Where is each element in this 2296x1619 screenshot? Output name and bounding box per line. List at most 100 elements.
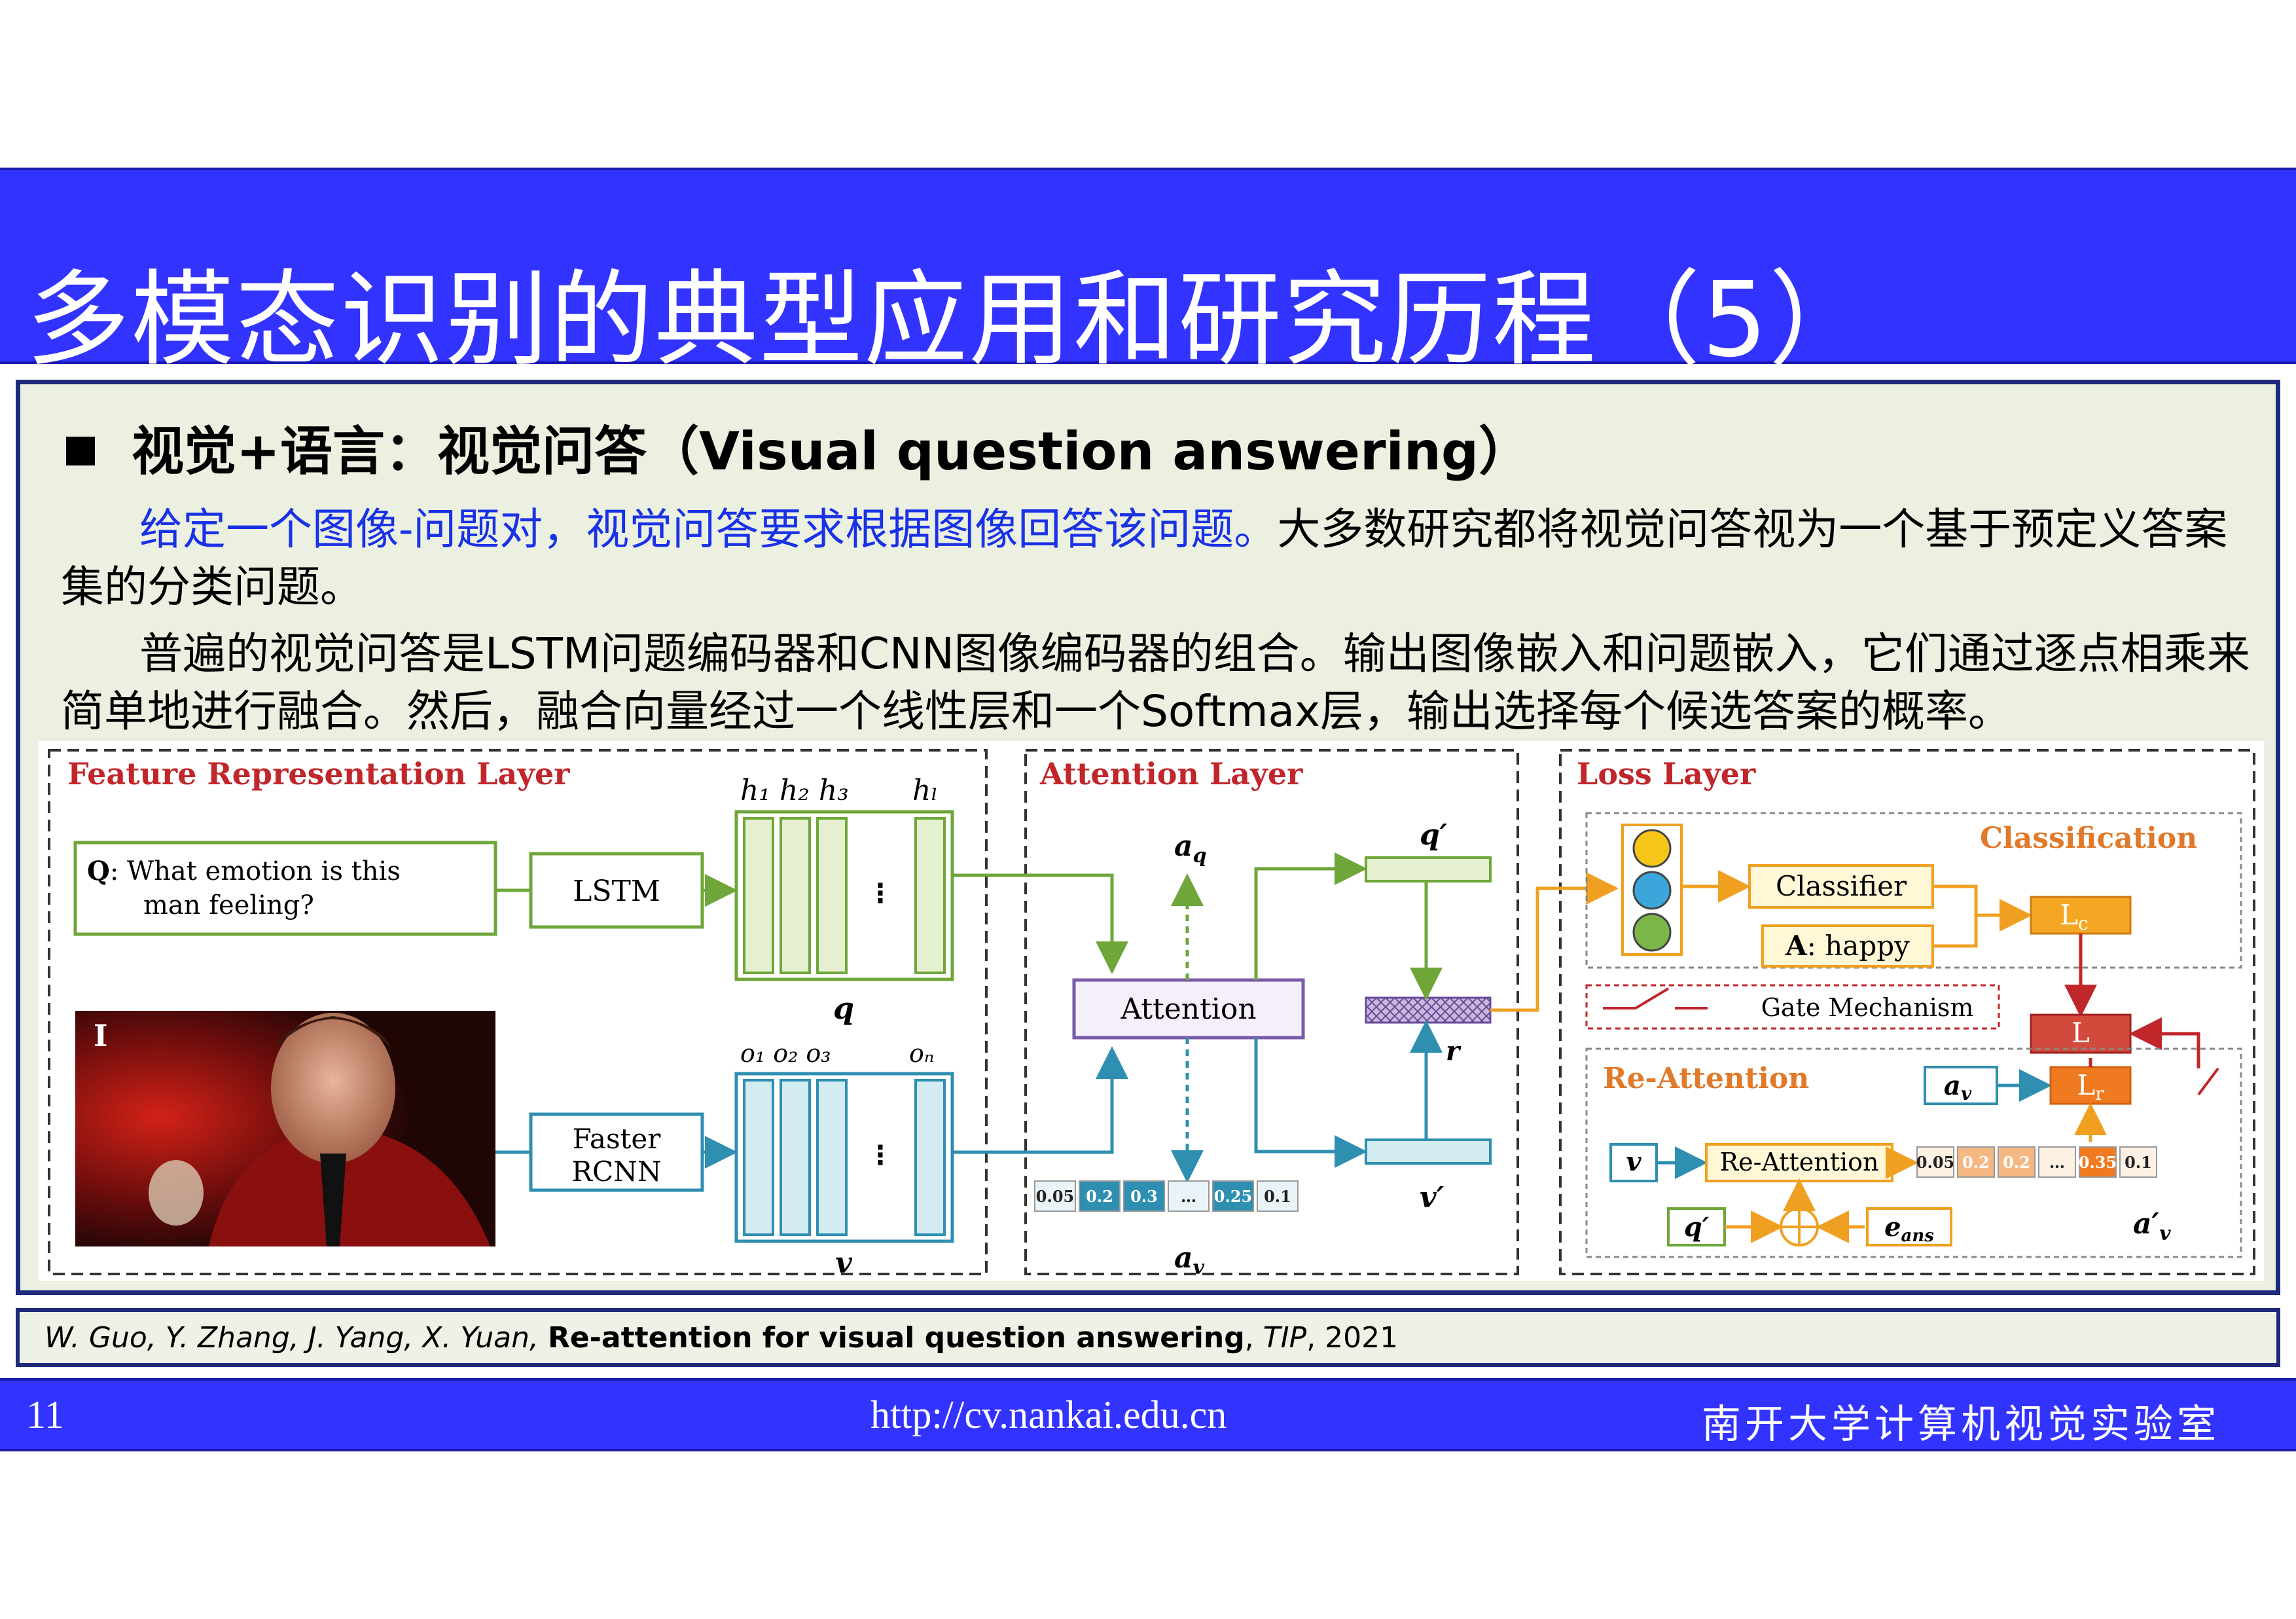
q-prime-label: q′ [1420, 818, 1448, 852]
re-attention-weight-value: 0.05 [1916, 1153, 1954, 1172]
attention-weight-value: 0.05 [1036, 1187, 1074, 1206]
question-text-1: Q: What emotion is this [87, 856, 401, 886]
v-to-attention-arrow [952, 1046, 1128, 1154]
attention-box [1072, 978, 1305, 1040]
loss-layer-title: Loss Layer [1577, 756, 1756, 791]
attention-weight-cell [1257, 1180, 1299, 1212]
footer-lab-name: 南开大学计算机视觉实验室 [1702, 1402, 2220, 1447]
question-box [73, 841, 497, 936]
re-attention-weight-cell [2119, 1146, 2157, 1178]
l-r-box [2049, 1066, 2132, 1105]
person-body [209, 1127, 490, 1246]
answer-label: A: happy [1785, 930, 1910, 962]
footer-url[interactable]: http://cv.nankai.edu.cn [870, 1393, 1227, 1436]
paragraph-2: 普遍的视觉问答是LSTM问题编码器和CNN图像编码器的组合。输出图像嵌入和问题嵌… [61, 628, 2250, 737]
q-prime-box [1365, 856, 1492, 882]
re-attention-title: Re-Attention [1603, 1062, 1809, 1095]
paragraph-1-rest: 大多数研究都将视觉问答视为一个基于预定义答案集的分类问题。 [61, 504, 2228, 612]
attention-weight-value: 0.25 [1214, 1187, 1252, 1206]
v-label: v [835, 1246, 852, 1280]
reference-bar: W. Guo, Y. Zhang, J. Yang, X. Yuan, Re-a… [16, 1308, 2280, 1367]
square-bullet-icon [66, 437, 95, 465]
v-box [1609, 1143, 1658, 1182]
l-total-label: L [2072, 1017, 2090, 1049]
faster-rcnn-label-1: Faster [573, 1123, 662, 1155]
fused-r-box [1365, 996, 1492, 1024]
v-box-label: v [1626, 1146, 1641, 1177]
answer-box [1761, 924, 1934, 968]
gate-mechanism-region [1585, 984, 2000, 1030]
vqa-diagram: Feature Representation Layer Attention L… [39, 741, 2264, 1281]
re-attention-box-label: Re-Attention [1720, 1148, 1879, 1176]
a-prime-v-label: a′v [2133, 1207, 2171, 1245]
e-ans-box [1866, 1207, 1952, 1246]
faster-rcnn-box [529, 1112, 704, 1192]
reference-authors: W. Guo, Y. Zhang, J. Yang, X. Yuan, [45, 1321, 548, 1355]
person-face [271, 1013, 395, 1163]
attention-weight-value: 0.1 [1264, 1187, 1291, 1206]
attention-weight-value: 0.2 [1086, 1187, 1113, 1206]
question-text-2: man feeling? [143, 890, 314, 920]
l-c-label: Lc [2060, 899, 2089, 934]
o-labels-left: o₁ o₂ o₃ [740, 1039, 831, 1068]
content-panel: 视觉+语言：视觉问答（Visual question answering） 给定… [16, 380, 2280, 1295]
attention-label: Attention [1120, 992, 1256, 1026]
section-heading: 视觉+语言：视觉问答（Visual question answering） [66, 409, 1531, 485]
page-number: 11 [26, 1393, 64, 1436]
e-ans-label: eans [1884, 1212, 1934, 1246]
section-heading-text: 视觉+语言：视觉问答（Visual question answering） [132, 421, 1532, 482]
q-prime-box-label: q′ [1684, 1212, 1710, 1243]
attention-weight-value: … [1181, 1187, 1196, 1206]
attention-weight-cell [1168, 1180, 1210, 1212]
classifier-label: Classifier [1776, 870, 1907, 902]
attention-weight-cell [1034, 1180, 1076, 1212]
classification-title: Classification [1980, 822, 2197, 855]
title-bar: 多模态识别的典型应用和研究历程（5） [0, 168, 2296, 380]
re-attention-weight-value: 0.2 [2003, 1153, 2030, 1172]
h-ellipsis: ⋮ [867, 879, 893, 909]
q-prime-box-2 [1667, 1207, 1726, 1246]
a-v-box [1924, 1066, 1998, 1105]
l-total-box [2030, 1013, 2132, 1054]
attention-weight-cell [1079, 1180, 1121, 1212]
attention-layer-frame [1024, 749, 1519, 1275]
feature-layer-frame [48, 749, 988, 1275]
attention-layer-title: Attention Layer [1039, 756, 1303, 791]
footer-bar: 11 http://cv.nankai.edu.cn 南开大学计算机视觉实验室 [0, 1378, 2296, 1451]
reference-venue: TIP [1263, 1321, 1307, 1355]
loss-layer-frame [1559, 749, 2255, 1275]
attention-to-q-prime [1254, 852, 1367, 980]
re-attention-weight-value: 0.2 [1962, 1153, 1990, 1172]
o-labels-right: oₙ [909, 1039, 934, 1068]
re-attention-weight-cell [2038, 1146, 2076, 1178]
q-to-attention-arrow [952, 873, 1128, 974]
re-attention-weight-cell [1998, 1146, 2036, 1178]
re-attention-weight-cell [1957, 1146, 1995, 1178]
faster-rcnn-label-2: RCNN [571, 1155, 661, 1188]
re-attention-weight-value: 0.35 [2079, 1153, 2117, 1172]
attention-weight-value: 0.3 [1130, 1187, 1158, 1206]
r-label: r [1446, 1036, 1462, 1066]
paragraph-1-highlight: 给定一个图像-问题对，视觉问答要求根据图像回答该问题。 [139, 504, 1278, 555]
lstm-label: LSTM [573, 875, 660, 908]
attention-to-v-prime [1254, 1038, 1367, 1168]
o-ellipsis: ⋮ [867, 1140, 893, 1171]
v-prime-box [1365, 1138, 1492, 1165]
a-v-box-label: av [1944, 1070, 1972, 1104]
reference-citation: W. Guo, Y. Zhang, J. Yang, X. Yuan, Re-a… [45, 1321, 1398, 1355]
vqa-diagram-svg: Feature Representation Layer Attention L… [48, 749, 2255, 1280]
a-v-label: av [1174, 1241, 1205, 1279]
slide-title: 多模态识别的典型应用和研究历程（5） [26, 260, 1874, 380]
attention-weight-cell [1212, 1180, 1254, 1212]
paragraph-1: 给定一个图像-问题对，视觉问答要求根据图像回答该问题。大多数研究都将视觉问答视为… [61, 501, 2253, 616]
re-attention-weight-cell [2079, 1146, 2117, 1178]
v-prime-label: v′ [1420, 1181, 1444, 1214]
reference-sep: , [1244, 1321, 1263, 1355]
reference-year: , 2021 [1306, 1321, 1399, 1355]
attention-weights: 0.05 0.2 0.3 … 0.25 0.1 [1034, 1180, 1299, 1212]
re-attention-weight-value: 0.1 [2125, 1153, 2152, 1172]
a-q-label: aq [1174, 829, 1207, 867]
attention-weight-cell [1123, 1180, 1165, 1212]
h-labels-right: hₗ [912, 774, 938, 807]
